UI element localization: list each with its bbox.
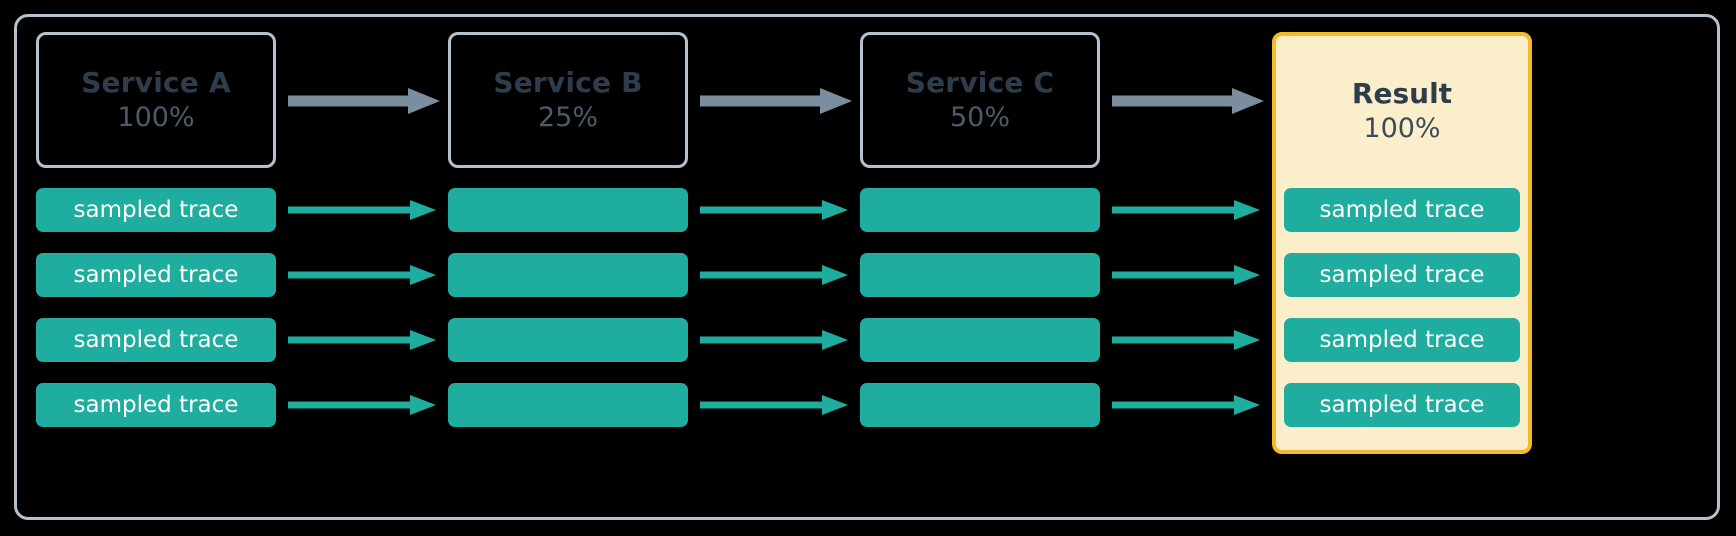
service-b-name: Service B (493, 66, 643, 100)
trace-bar-row3-col2 (448, 318, 688, 362)
trace-arrow-row1-c-to-result-icon (1112, 200, 1260, 220)
service-c-name: Service C (905, 66, 1055, 100)
diagram-outer-frame (14, 14, 1720, 520)
trace-label: sampled trace (1319, 391, 1485, 418)
service-c-percent: 50% (949, 101, 1010, 133)
service-b-percent: 25% (537, 101, 598, 133)
result-name: Result (1351, 77, 1453, 111)
trace-label: sampled trace (73, 391, 239, 418)
trace-arrow-row1-a-to-b-icon (288, 200, 436, 220)
service-box-a: Service A 100% (36, 32, 276, 168)
trace-bar-row4-col4: sampled trace (1284, 383, 1520, 427)
trace-bar-row2-col2 (448, 253, 688, 297)
trace-label: sampled trace (1319, 196, 1485, 223)
trace-bar-row3-col4: sampled trace (1284, 318, 1520, 362)
trace-arrow-row4-b-to-c-icon (700, 395, 848, 415)
trace-arrow-row2-a-to-b-icon (288, 265, 436, 285)
service-box-b: Service B 25% (448, 32, 688, 168)
service-arrow-c-to-result-icon (1112, 88, 1264, 114)
trace-label: sampled trace (1319, 261, 1485, 288)
trace-label: sampled trace (73, 326, 239, 353)
trace-bar-row1-col4: sampled trace (1284, 188, 1520, 232)
trace-bar-row4-col2 (448, 383, 688, 427)
service-a-percent: 100% (117, 101, 195, 133)
trace-bar-row4-col1: sampled trace (36, 383, 276, 427)
trace-bar-row1-col3 (860, 188, 1100, 232)
result-header: Result 100% (1276, 36, 1528, 186)
trace-bar-row2-col1: sampled trace (36, 253, 276, 297)
trace-bar-row2-col3 (860, 253, 1100, 297)
service-arrow-b-to-c-icon (700, 88, 852, 114)
service-box-c: Service C 50% (860, 32, 1100, 168)
trace-bar-row3-col3 (860, 318, 1100, 362)
service-a-name: Service A (81, 66, 231, 100)
trace-label: sampled trace (73, 196, 239, 223)
trace-arrow-row3-c-to-result-icon (1112, 330, 1260, 350)
trace-arrow-row4-a-to-b-icon (288, 395, 436, 415)
trace-arrow-row1-b-to-c-icon (700, 200, 848, 220)
trace-label: sampled trace (1319, 326, 1485, 353)
trace-bar-row2-col4: sampled trace (1284, 253, 1520, 297)
trace-bar-row1-col1: sampled trace (36, 188, 276, 232)
trace-arrow-row3-b-to-c-icon (700, 330, 848, 350)
trace-arrow-row4-c-to-result-icon (1112, 395, 1260, 415)
result-percent: 100% (1363, 112, 1441, 144)
service-arrow-a-to-b-icon (288, 88, 440, 114)
trace-arrow-row2-b-to-c-icon (700, 265, 848, 285)
trace-bar-row4-col3 (860, 383, 1100, 427)
trace-arrow-row3-a-to-b-icon (288, 330, 436, 350)
trace-bar-row3-col1: sampled trace (36, 318, 276, 362)
trace-label: sampled trace (73, 261, 239, 288)
trace-arrow-row2-c-to-result-icon (1112, 265, 1260, 285)
trace-bar-row1-col2 (448, 188, 688, 232)
